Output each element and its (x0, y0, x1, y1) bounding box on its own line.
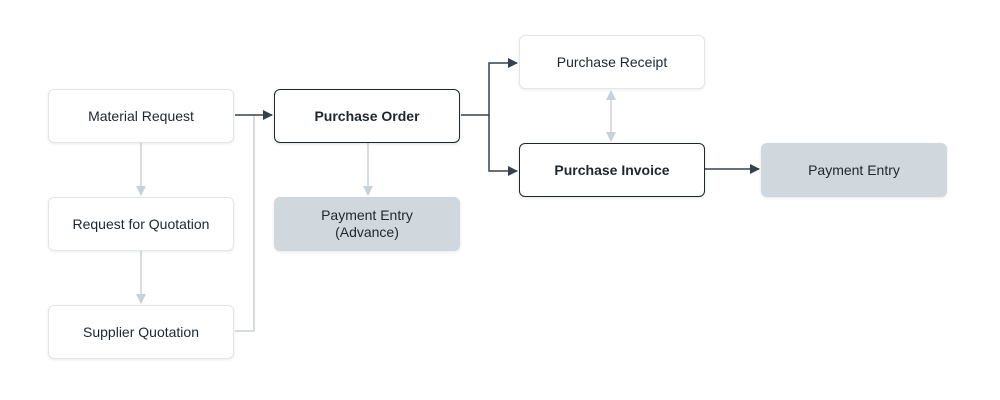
edge-po-to-invoice (488, 115, 518, 176)
node-payment-entry-advance[interactable]: Payment Entry (Advance) (274, 197, 460, 251)
node-supplier-quotation[interactable]: Supplier Quotation (48, 305, 234, 359)
node-label: Payment Entry (Advance) (321, 207, 413, 240)
node-purchase-receipt[interactable]: Purchase Receipt (519, 35, 705, 89)
node-label: Payment Entry (808, 161, 900, 178)
node-label: Purchase Receipt (556, 53, 668, 70)
edge-po-to-receipt (461, 58, 518, 116)
node-label: Supplier Quotation (83, 323, 199, 340)
node-label: Purchase Order (314, 107, 420, 124)
node-payment-entry[interactable]: Payment Entry (761, 143, 947, 197)
node-request-for-quotation[interactable]: Request for Quotation (48, 197, 234, 251)
node-purchase-invoice[interactable]: Purchase Invoice (519, 143, 705, 197)
edge-sq-to-po (235, 115, 255, 332)
node-purchase-order[interactable]: Purchase Order (274, 89, 460, 143)
node-label: Purchase Invoice (554, 161, 670, 178)
node-material-request[interactable]: Material Request (48, 89, 234, 143)
node-label: Request for Quotation (72, 215, 210, 232)
node-label: Material Request (88, 107, 194, 124)
